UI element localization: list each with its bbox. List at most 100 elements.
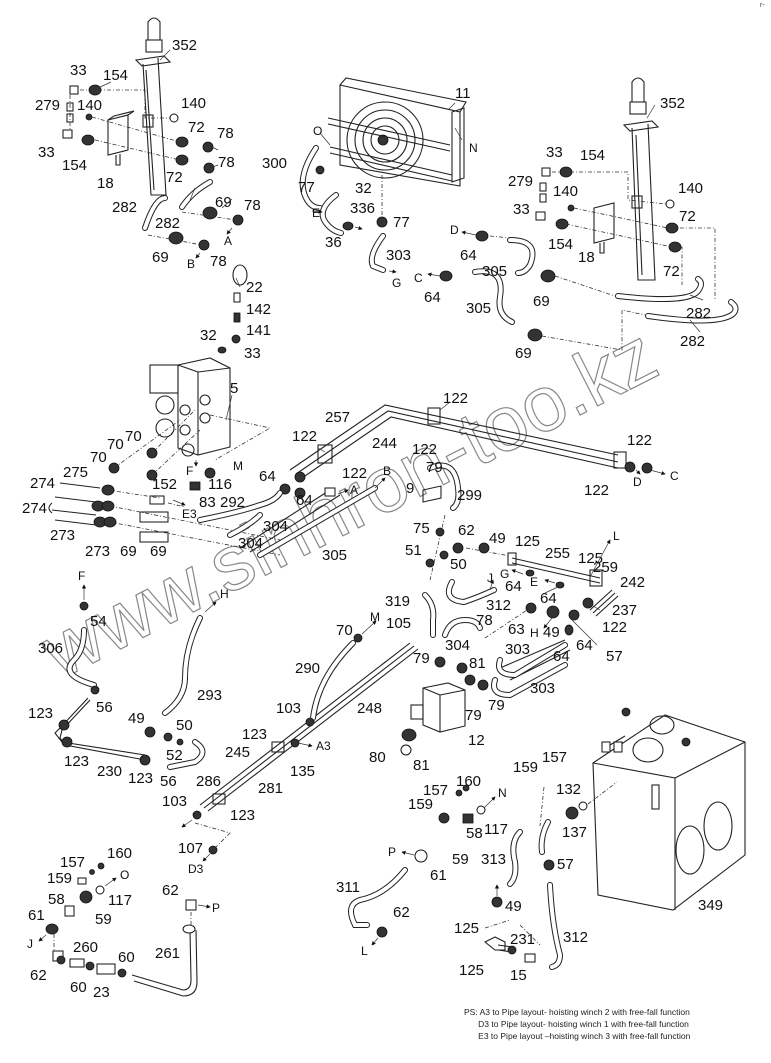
block-5-fittings [48,409,281,556]
block-9 [422,462,464,638]
cooler-hoses [299,145,397,274]
label-83: 83 [199,494,216,511]
label-123: 123 [128,770,153,787]
label-125: 125 [454,920,479,937]
label-15: 15 [510,967,527,984]
port-l: L [613,529,620,543]
label-259: 259 [593,559,618,576]
label-9: 9 [406,480,414,497]
label-64: 64 [296,492,313,509]
label-72: 72 [188,119,205,136]
leader-lines [97,49,704,646]
label-11: 11 [455,85,471,102]
hoses-292-304-305 [197,477,386,558]
label-117: 117 [108,892,132,909]
port-e: E [312,206,320,220]
label-33: 33 [38,144,55,161]
label-286: 286 [196,773,221,790]
label-123: 123 [64,753,89,770]
port-g: G [392,276,401,290]
label-62: 62 [162,882,179,899]
label-78: 78 [218,154,235,171]
label-69: 69 [152,249,169,266]
label-78: 78 [217,125,234,142]
label-72: 72 [663,263,680,280]
label-50: 50 [450,556,467,573]
label-319: 319 [385,593,410,610]
label-52: 52 [166,747,183,764]
label-123: 123 [28,705,53,722]
port-letters: A B E G O N D C F M E3 A B C D L J G E H… [27,124,679,958]
label-282: 282 [112,199,137,216]
suction-assembly-mid [348,781,618,970]
label-160: 160 [107,845,132,862]
port-c: C [670,469,679,483]
footnote: PS: A3 to Pipe layout- hoisting winch 2 … [464,1006,690,1042]
port-b: B [383,464,391,478]
port-m: M [370,610,380,624]
label-154: 154 [103,67,128,84]
label-282: 282 [686,305,711,322]
label-22: 22 [246,279,263,296]
footnote-line-2: D3 to Pipe layout- hoisting winch 1 with… [478,1019,689,1029]
label-64: 64 [460,247,477,264]
label-49: 49 [128,710,145,727]
label-78: 78 [210,253,227,270]
label-282: 282 [680,333,705,350]
label-103: 103 [162,793,187,810]
label-33: 33 [70,62,87,79]
label-290: 290 [295,660,320,677]
label-63: 63 [508,621,525,638]
label-70: 70 [125,428,142,445]
label-69: 69 [533,293,550,310]
label-154: 154 [548,236,573,253]
label-279: 279 [35,97,60,114]
label-72: 72 [166,169,183,186]
label-237: 237 [612,602,637,619]
label-352: 352 [172,37,197,54]
cylinder-352-right [622,77,660,281]
label-70: 70 [336,622,353,639]
label-69: 69 [120,543,137,560]
label-70: 70 [107,436,124,453]
valve-block-5 [149,357,272,461]
label-311: 311 [336,879,360,896]
label-159: 159 [408,796,433,813]
label-64: 64 [259,468,276,485]
pipes-255-242 [442,539,619,681]
port-g: G [500,567,509,581]
label-279: 279 [508,173,533,190]
label-159: 159 [47,870,72,887]
label-12: 12 [468,732,485,749]
label-54: 54 [90,613,107,630]
port-f: F [78,569,85,583]
label-142: 142 [246,301,271,318]
label-305: 305 [482,263,507,280]
label-336: 336 [350,200,375,217]
cylinder-352-left [134,17,172,196]
label-62: 62 [458,522,475,539]
port-h: H [220,587,229,601]
label-123: 123 [230,807,255,824]
label-18: 18 [97,175,114,192]
port-f: F [186,464,193,478]
label-57: 57 [606,648,623,665]
port-o: O [120,868,129,882]
port-c: C [414,271,423,285]
label-306: 306 [38,640,63,657]
label-64: 64 [576,637,593,654]
label-231: 231 [510,931,535,948]
label-141: 141 [246,322,271,339]
label-274: 274 [22,500,47,517]
label-60: 60 [118,949,135,966]
label-157: 157 [60,854,85,871]
label-50: 50 [176,717,193,734]
label-122: 122 [292,428,317,445]
port-l: L [361,944,368,958]
label-77: 77 [298,179,315,196]
label-57: 57 [557,856,574,873]
label-61: 61 [430,867,447,884]
label-248: 248 [357,700,382,717]
label-244: 244 [372,435,397,452]
label-303: 303 [530,680,555,697]
